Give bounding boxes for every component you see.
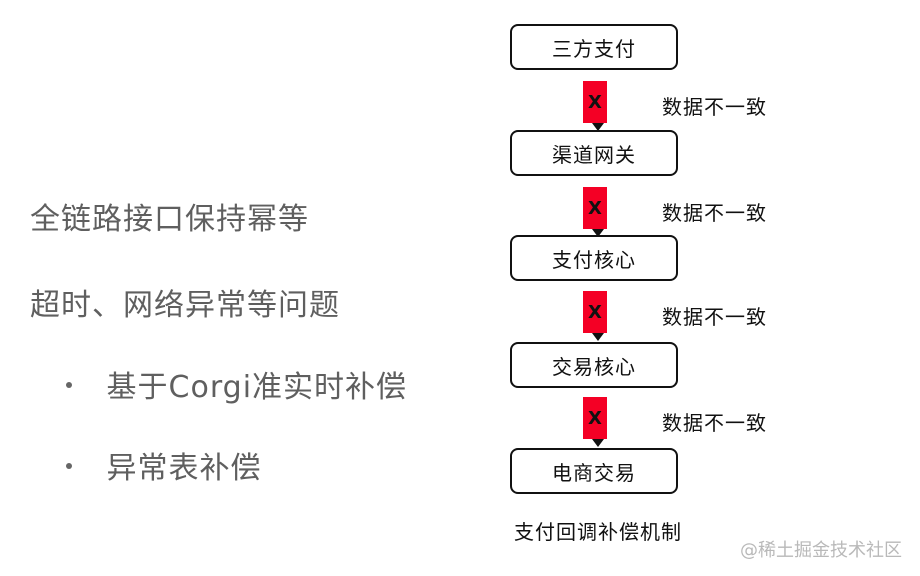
connector-label-3: 数据不一致	[662, 305, 767, 329]
connector-x-1: X	[583, 81, 607, 123]
connector-label-1: 数据不一致	[662, 95, 767, 119]
arrow-down-icon	[592, 123, 604, 131]
connector-x-3: X	[583, 291, 607, 333]
bullet-item-exception-table: 异常表补偿	[66, 443, 262, 487]
flow-node-trade-core: 交易核心	[510, 342, 678, 388]
arrow-down-icon	[592, 439, 604, 447]
arrow-down-icon	[592, 229, 604, 237]
connector-x-4: X	[583, 397, 607, 439]
bullet-text-exception-table: 异常表补偿	[106, 451, 262, 486]
bullet-dot-icon	[66, 462, 72, 469]
bullet-item-corgi: 基于Corgi准实时补偿	[66, 362, 407, 406]
bullet-dot-icon	[66, 381, 72, 388]
diagram-caption: 支付回调补偿机制	[514, 520, 682, 544]
timeout-network-line: 超时、网络异常等问题	[30, 288, 340, 323]
watermark: @稀土掘金技术社区	[740, 540, 902, 561]
arrow-down-icon	[592, 333, 604, 341]
bullet-text-corgi: 基于Corgi准实时补偿	[106, 370, 408, 405]
flow-node-channel-gateway: 渠道网关	[510, 130, 678, 176]
idempotency-line: 全链路接口保持幂等	[30, 202, 309, 237]
connector-x-2: X	[583, 187, 607, 229]
flow-node-payment-core: 支付核心	[510, 235, 678, 281]
flow-node-third-party-payment: 三方支付	[510, 24, 678, 70]
connector-label-4: 数据不一致	[662, 411, 767, 435]
left-panel: 全链路接口保持幂等 超时、网络异常等问题 基于Corgi准实时补偿 异常表补偿	[30, 202, 407, 487]
flow-node-ecommerce-trade: 电商交易	[510, 448, 678, 494]
connector-label-2: 数据不一致	[662, 201, 767, 225]
